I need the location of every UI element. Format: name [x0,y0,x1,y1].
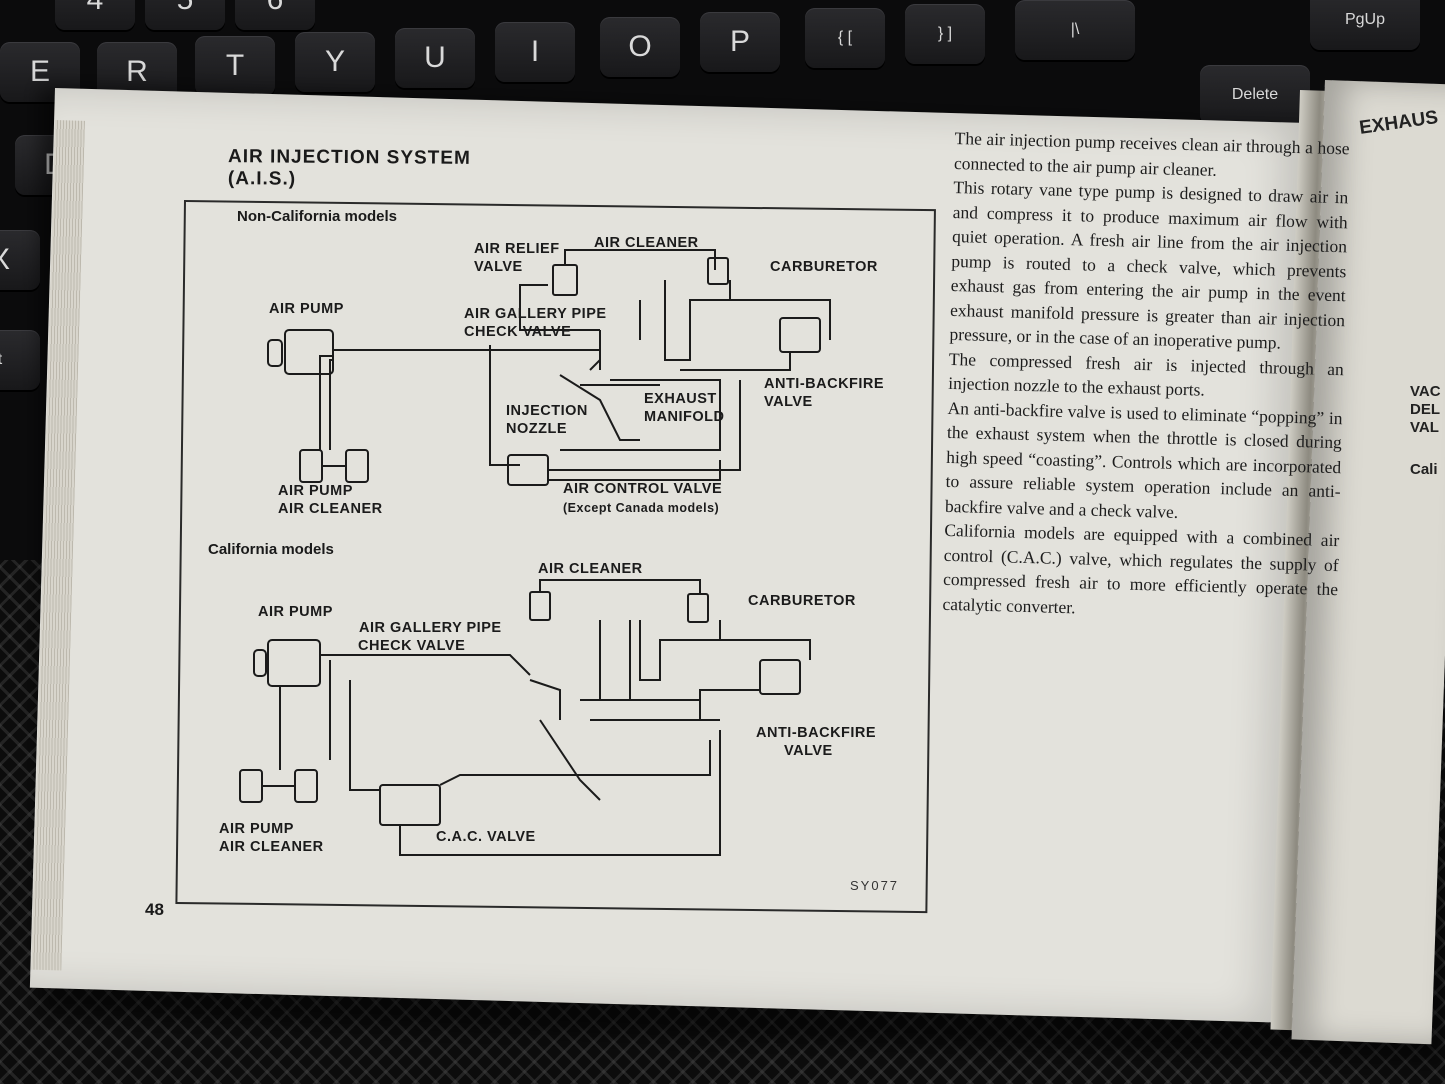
check-valve-bottom [529,679,561,720]
key-backslash: |\ [1015,0,1135,60]
right-label-vac: VAC [1410,383,1441,400]
paragraph-4: An anti-backfire valve is used to elimin… [944,397,1343,522]
key-u: U [395,28,475,88]
key-p: P [700,12,780,72]
air-control-valve-icon [507,454,549,486]
right-label-del: DEL [1410,401,1440,418]
key-4: 4 [55,0,135,30]
label-air-control-valve: AIR CONTROL VALVE [563,481,723,497]
paragraph-5: California models are equipped with a co… [942,519,1340,617]
anti-backfire-top-icon [779,317,821,353]
figure-code: SY077 [850,878,900,893]
key-t: T [195,36,275,96]
paragraph-2: This rotary vane type pump is designed t… [949,176,1349,353]
key-6: 6 [235,0,315,30]
label-air-cleaner-top: AIR CLEANER [594,235,699,251]
label-check-valve-bottom: CHECK VALVE [358,638,466,654]
check-valve-top [589,330,601,371]
label-check-valve-top: CHECK VALVE [464,324,572,340]
label-air-gallery-pipe-bottom: AIR GALLERY PIPE [359,620,502,636]
non-california-heading: Non-California models [237,208,398,225]
key-5: 5 [145,0,225,30]
air-cleaner-bottom-icon [529,591,551,621]
label-air-gallery-pipe-top: AIR GALLERY PIPE [464,306,607,322]
cac-valve-icon [379,784,441,826]
page-number: 48 [145,900,164,919]
key-bracket-right: } ] [905,4,985,64]
key-i: I [495,22,575,82]
label-except-canada: (Except Canada models) [563,501,720,515]
california-heading: California models [208,541,334,558]
label-air-cleaner-bottom: AIR CLEANER [538,561,643,577]
key-pgup: PgUp [1310,0,1420,50]
air-pump-cleaner-bottom-icon [239,769,263,803]
key-bracket-left: { [ [805,8,885,68]
key-delete: Delete [1200,65,1310,125]
air-pump-cleaner-top-icon [299,449,323,483]
label-air-pump-top: AIR PUMP [269,301,344,317]
label-cac-valve: C.A.C. VALVE [436,829,536,845]
body-text: The air injection pump receives clean ai… [942,126,1350,626]
right-label-val: VAL [1410,419,1439,436]
key-t-left: t [0,330,40,390]
anti-backfire-bottom-icon [759,659,801,695]
air-cleaner-top-icon [707,257,729,285]
air-pump-top-icon [284,329,334,375]
key-x: X [0,230,40,290]
right-label-cali: Cali [1410,461,1438,478]
label-carburetor-bottom: CARBURETOR [748,593,856,609]
label-air-pump-bottom: AIR PUMP [258,604,333,620]
air-pump-bottom-icon [267,639,321,687]
key-y: Y [295,32,375,92]
key-o: O [600,17,680,77]
label-carburetor-top: CARBURETOR [770,259,878,275]
